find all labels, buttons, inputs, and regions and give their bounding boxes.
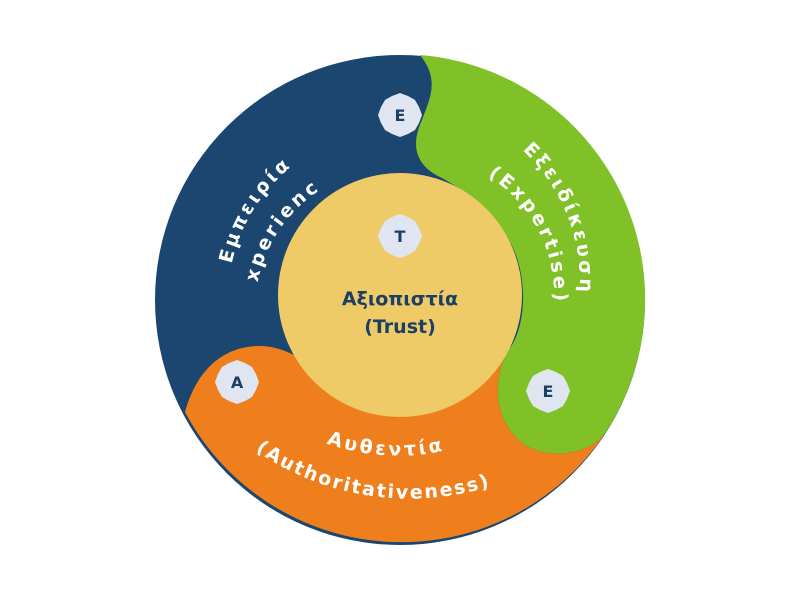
badge-experience: E (378, 93, 422, 137)
center-trust (278, 173, 522, 417)
center-title-greek: Αξιοπιστία (342, 288, 458, 310)
badge-trust: T (378, 214, 422, 258)
badge-letter-expertise: E (543, 382, 554, 401)
badge-letter-experience: E (395, 106, 406, 125)
badge-letter-trust: T (395, 227, 406, 246)
badge-authoritativeness: A (215, 360, 259, 404)
segment-expertise (415, 55, 646, 454)
badge-expertise: E (526, 369, 570, 413)
segment-authoritativeness (185, 345, 606, 543)
center-title-english: (Trust) (364, 316, 436, 338)
badge-letter-authoritativeness: A (231, 373, 244, 392)
